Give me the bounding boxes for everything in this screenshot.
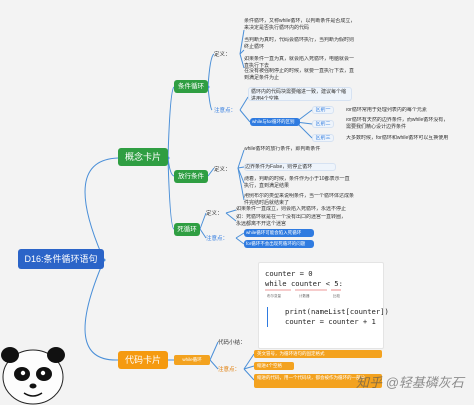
cond-line-2: 边界条件为False，则停止循环 bbox=[244, 163, 336, 171]
deadloop-line-2: 如：死循环就是在一个没有出口的迷宫一直转圈，永远都离不开这个迷宫 bbox=[236, 214, 347, 227]
concept-card-node[interactable]: 概念卡片 bbox=[118, 148, 168, 166]
cond-line-3: 随着，判断的时候，条件作为小于10都表示一直执行，直到满足结果 bbox=[244, 176, 350, 189]
deadloop-node[interactable]: 死循环 bbox=[174, 223, 200, 236]
code-line-3: print(nameList[counter]) bbox=[285, 307, 389, 316]
diff-tag-1: 区别一 bbox=[312, 106, 334, 114]
code-ann-3: 比较 bbox=[333, 294, 340, 298]
while-loop-node[interactable]: while循环 bbox=[174, 355, 210, 365]
code-summary-label: 代码小结： bbox=[218, 340, 246, 346]
watermark-text: 知乎 @轻基磷灰石 bbox=[356, 375, 464, 390]
panda-meme-icon bbox=[1, 347, 65, 405]
code-line-1: counter = 0 bbox=[265, 269, 313, 278]
diff-text-1: for循环常用于处理列表内的每个元素 bbox=[346, 107, 427, 113]
loop-attention-label: 注意点： bbox=[214, 108, 237, 114]
code-underlines bbox=[265, 289, 341, 291]
code-note-3: 缩进的代码，用一个代码块，都会被作为循环的一部分 bbox=[254, 374, 382, 388]
cond-def-label: 定义： bbox=[214, 167, 231, 173]
deadloop-attention-label: 注意点： bbox=[206, 236, 229, 242]
code-line-4: counter = counter + 1 bbox=[285, 317, 376, 326]
diff-text-2: for循环有天然的边界条件，而while循环没有，需要我们精心设计边界条件 bbox=[346, 117, 449, 130]
root-topic[interactable]: D16:条件循环语句 bbox=[18, 249, 104, 269]
cond-node[interactable]: 放行条件 bbox=[174, 170, 208, 183]
deadloop-bar-1: while循环可能会陷入死循环 bbox=[244, 229, 314, 237]
code-snippet-card: counter = 0 while counter < 5: 布尔变量 计数器 … bbox=[258, 262, 389, 349]
code-attention-label: 注意点： bbox=[218, 367, 241, 373]
loop-attention-line: 循环内的代码块需要缩进一致，建议每个缩进用4个空格 bbox=[248, 87, 352, 101]
while-vs-for-node[interactable]: while与for循环的区别 bbox=[250, 118, 300, 126]
deadloop-line-1: 如果条件一直成立，则会陷入死循环，永远不停止 bbox=[236, 206, 347, 212]
loop-def-label: 定义： bbox=[214, 52, 231, 58]
diff-tag-2: 区别二 bbox=[312, 120, 334, 128]
deadloop-def-label: 定义： bbox=[206, 211, 223, 217]
code-card-node[interactable]: 代码卡片 bbox=[118, 351, 168, 369]
deadloop-bar-2: for循环不会出现死循环的问题 bbox=[244, 240, 314, 248]
loop-def-line-1: 条件循环，又称while循环，以判断条件是否成立，来决定是否执行循环内的代码 bbox=[244, 18, 356, 31]
loop-example-1: 如果条件一直为真，就会陷入死循环，电脑就会一直执行下去 bbox=[244, 56, 355, 69]
loop-node[interactable]: 条件循环 bbox=[174, 80, 208, 93]
diff-tag-3: 区别三 bbox=[312, 134, 334, 142]
indent-marker bbox=[267, 307, 268, 327]
code-ann-1: 布尔变量 bbox=[267, 294, 281, 298]
loop-example-2: 在没有被强制停止的时候，就要一直执行下去，直到满足条件为止 bbox=[244, 68, 355, 81]
loop-def-line-2: 当判断为真时，代码会循环执行，当判断为假时则终止循环 bbox=[244, 37, 355, 50]
code-note-2: 缩进4个空格 bbox=[254, 362, 294, 370]
code-note-1: 英文冒号，为循环语句的固定格式 bbox=[254, 350, 382, 358]
code-ann-2: 计数器 bbox=[299, 294, 310, 298]
cond-note: 用例布尔的类型来说明条件，当一个循环体达成条件完结时后就结束了 bbox=[244, 193, 355, 206]
diff-text-3: 大多数时候，for循环和while循环可以互换使用 bbox=[346, 135, 449, 141]
code-line-2: while counter < 5: bbox=[265, 279, 343, 288]
cond-line-1: while循环的放行条件，即判断条件 bbox=[244, 146, 321, 152]
